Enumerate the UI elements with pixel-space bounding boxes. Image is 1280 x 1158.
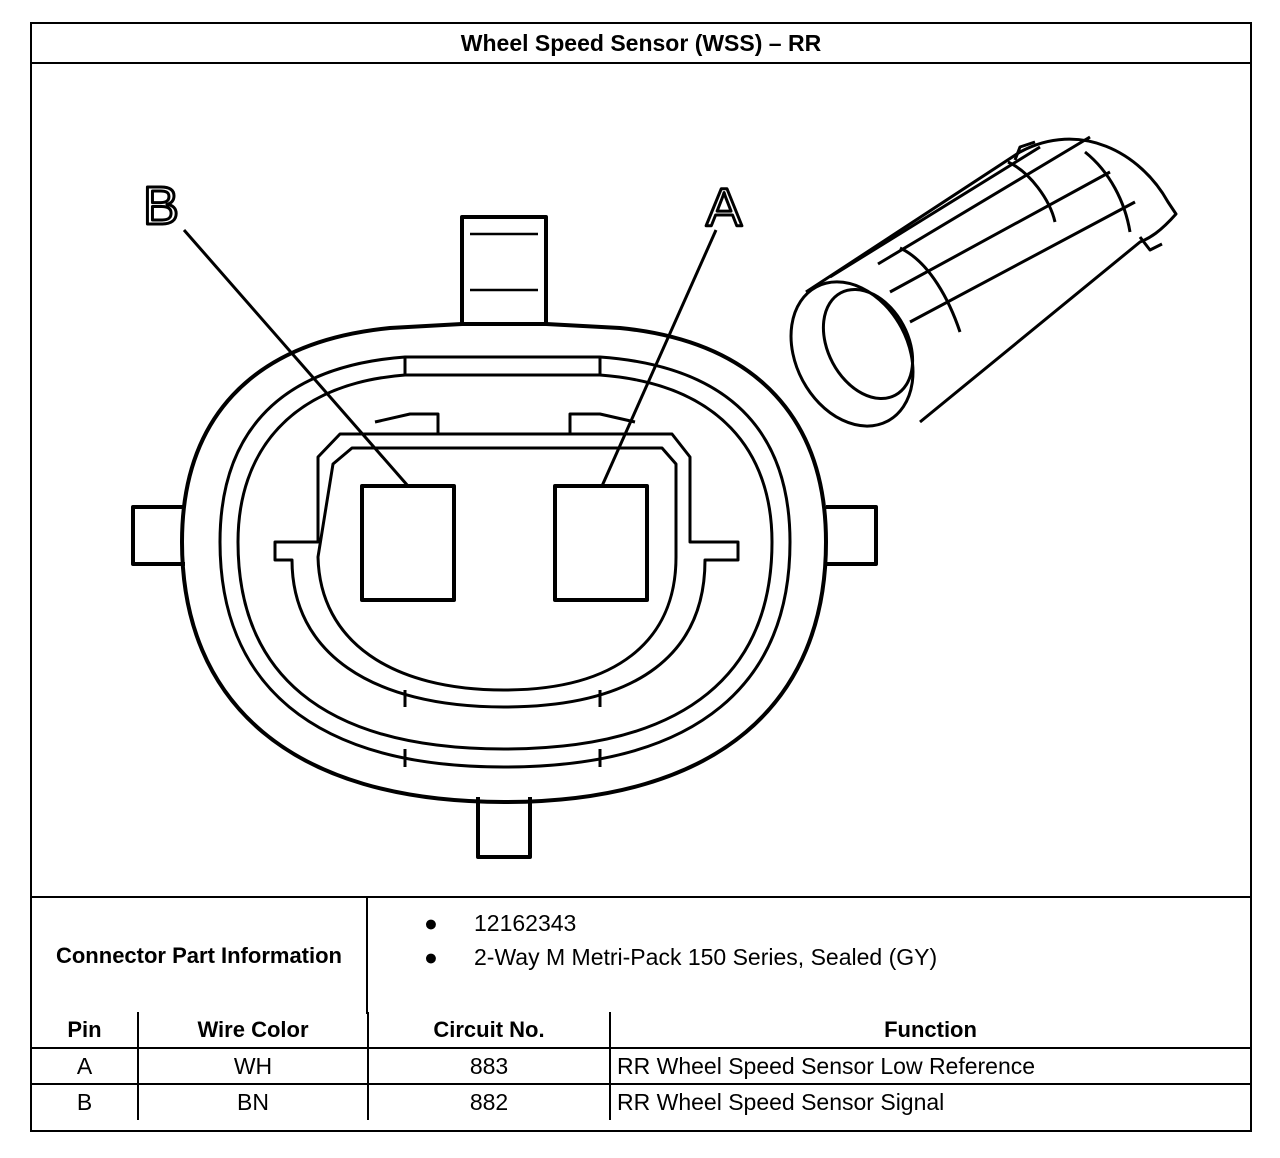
cell-circuit: 883 [367, 1047, 611, 1085]
pin-a-leader-line [600, 229, 718, 487]
header-function: Function [609, 1012, 1250, 1049]
connector-description: 2-Way M Metri-Pack 150 Series, Sealed (G… [474, 944, 938, 970]
seal-ring [218, 355, 792, 769]
right-ear-tab [826, 505, 878, 566]
connector-drawing: B A [131, 135, 1178, 859]
table-row: B BN 882 RR Wheel Speed Sensor Signal [32, 1083, 1250, 1120]
header-pin: Pin [32, 1012, 139, 1049]
table-row: A WH 883 RR Wheel Speed Sensor Low Refer… [32, 1047, 1250, 1085]
inner-cavity [273, 432, 740, 709]
pin-a-label: A [706, 178, 742, 238]
cell-pin: B [32, 1083, 139, 1120]
cell-pin: A [32, 1047, 139, 1085]
header-wire-color: Wire Color [137, 1012, 369, 1049]
cell-wire-color: BN [137, 1083, 369, 1120]
pin-a-cavity [553, 484, 649, 602]
header-circuit: Circuit No. [367, 1012, 611, 1049]
table-header-row: Pin Wire Color Circuit No. Function [32, 1012, 1250, 1049]
cell-function: RR Wheel Speed Sensor Signal [609, 1083, 1250, 1120]
connector-isometric-view [789, 135, 1178, 428]
pin-b-cavity [360, 484, 456, 602]
sheet-title: Wheel Speed Sensor (WSS) – RR [32, 24, 1250, 64]
list-item: ● 12162343 [368, 906, 1250, 940]
cell-circuit: 882 [367, 1083, 611, 1120]
bullet-icon: ● [424, 910, 438, 936]
connector-info-label: Connector Part Information [32, 898, 368, 1014]
cell-wire-color: WH [137, 1047, 369, 1085]
pin-table: Pin Wire Color Circuit No. Function A WH… [32, 1012, 1250, 1120]
connector-info-list: ● 12162343 ● 2-Way M Metri-Pack 150 Seri… [368, 898, 1250, 1014]
list-item: ● 2-Way M Metri-Pack 150 Series, Sealed … [368, 940, 1250, 974]
pin-b-label: B [143, 176, 179, 236]
cell-function: RR Wheel Speed Sensor Low Reference [609, 1047, 1250, 1085]
top-latch-tab [460, 215, 548, 324]
bullet-icon: ● [424, 944, 438, 970]
pin-b-leader-line [182, 229, 410, 487]
connector-part-information: Connector Part Information ● 12162343 ● … [32, 896, 1250, 1014]
left-ear-tab [131, 505, 185, 566]
outer-housing [180, 322, 828, 804]
bottom-key-tab [476, 797, 532, 859]
part-number: 12162343 [474, 910, 577, 936]
connector-end-view-sheet: Wheel Speed Sensor (WSS) – RR [30, 22, 1252, 1132]
